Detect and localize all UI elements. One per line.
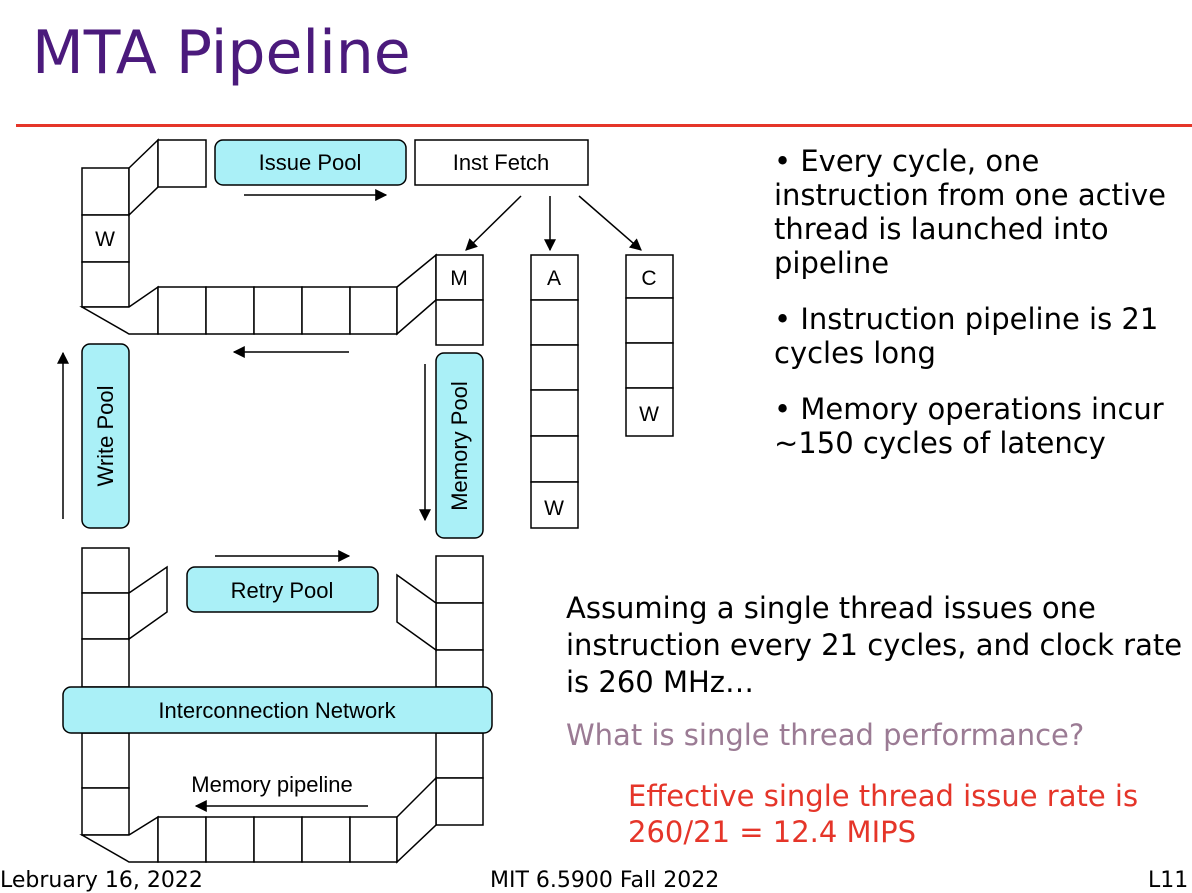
footer-course: MIT 6.5900 Fall 2022 bbox=[490, 868, 720, 893]
memory-pool-label: Memory Pool bbox=[447, 381, 472, 511]
pipeline-cell bbox=[81, 787, 130, 836]
issue-pool-box bbox=[214, 139, 407, 186]
pipeline-cell bbox=[81, 547, 130, 594]
pipeline-cell bbox=[157, 816, 207, 863]
assumption-text: Assuming a single thread issues one inst… bbox=[566, 591, 1183, 699]
bullet-item: Instruction pipeline is 21 cycles long bbox=[774, 302, 1184, 370]
pipeline-corner-cell bbox=[128, 565, 168, 641]
pipeline-cell bbox=[81, 261, 130, 308]
question-text: What is single thread performance? bbox=[566, 718, 1085, 752]
retry-pool-box bbox=[186, 566, 379, 613]
pipeline-corner-cell bbox=[396, 253, 437, 336]
bullet-list: Every cycle, one instruction from one ac… bbox=[774, 144, 1184, 482]
pipeline-cell bbox=[435, 555, 484, 604]
inst-fetch-box bbox=[414, 139, 589, 186]
interconnection-network-label: Interconnection Network bbox=[158, 698, 396, 723]
inst-fetch-label: Inst Fetch bbox=[453, 150, 550, 175]
pipeline-cell bbox=[157, 139, 207, 188]
pipeline-cell bbox=[349, 286, 398, 335]
pipeline-cell bbox=[205, 816, 255, 863]
bullet-item: Every cycle, one instruction from one ac… bbox=[774, 144, 1184, 280]
pipeline-cell bbox=[349, 816, 398, 863]
pipeline-cell bbox=[530, 344, 579, 391]
pipeline-cell bbox=[157, 286, 207, 335]
pipeline-cell bbox=[301, 816, 351, 863]
pipeline-cell bbox=[530, 435, 579, 483]
pipeline-cell bbox=[530, 299, 579, 346]
a-stage-cell bbox=[530, 254, 579, 301]
pipeline-cell bbox=[435, 299, 484, 346]
title-divider bbox=[16, 124, 1192, 127]
write-pool-label: Write Pool bbox=[93, 385, 118, 486]
memory-pipeline-label: Memory pipeline bbox=[191, 772, 352, 797]
pipeline-cell bbox=[625, 342, 674, 389]
pipeline-cell bbox=[81, 592, 130, 640]
pipeline-cell bbox=[530, 481, 579, 529]
pipeline-cell bbox=[435, 732, 484, 779]
a-stage-label: A bbox=[547, 267, 561, 290]
pipeline-cell bbox=[81, 732, 130, 789]
pipeline-cell bbox=[81, 167, 130, 216]
retry-pool-label: Retry Pool bbox=[231, 578, 334, 603]
write-stage-label: W bbox=[95, 228, 115, 251]
fetch-to-m-arrow bbox=[465, 195, 522, 251]
c-stage-cell bbox=[625, 254, 674, 299]
pipeline-cell bbox=[530, 389, 579, 437]
pipeline-corner-cell bbox=[128, 138, 159, 217]
pipeline-cell bbox=[81, 214, 130, 263]
pipeline-cell bbox=[253, 816, 303, 863]
pipeline-cell bbox=[81, 638, 130, 688]
pipeline-corner-cell bbox=[396, 573, 437, 652]
answer-text: Effective single thread issue rate is 26… bbox=[628, 779, 1139, 849]
mta-pipeline-diagram: Issue Pool Inst Fetch Retry Pool Interco… bbox=[57, 138, 674, 864]
pipeline-cell bbox=[625, 387, 674, 437]
pipeline-cell bbox=[435, 649, 484, 688]
pipeline-cell bbox=[301, 286, 351, 335]
m-stage-label: M bbox=[450, 267, 468, 290]
bullet-item: Memory operations incur ~150 cycles of l… bbox=[774, 392, 1184, 460]
pipeline-cell bbox=[435, 602, 484, 651]
issue-pool-label: Issue Pool bbox=[259, 150, 362, 175]
write-stage-label: W bbox=[639, 403, 659, 426]
write-pool-box bbox=[81, 343, 130, 529]
c-stage-label: C bbox=[641, 267, 656, 290]
footer-lecture: L11 bbox=[1148, 868, 1189, 893]
pipeline-cell bbox=[253, 286, 303, 335]
footer-date: Lebruary 16, 2022 bbox=[0, 868, 203, 893]
interconnection-network-box bbox=[62, 686, 493, 734]
slide-title: MTA Pipeline bbox=[32, 18, 411, 88]
pipeline-corner-cell bbox=[396, 776, 437, 864]
pipeline-cell bbox=[625, 297, 674, 344]
memory-pool-box bbox=[435, 352, 484, 539]
pipeline-cell bbox=[205, 286, 255, 335]
fetch-to-c-arrow bbox=[578, 195, 642, 251]
pipeline-cell bbox=[435, 777, 484, 826]
write-stage-label: W bbox=[544, 497, 564, 520]
